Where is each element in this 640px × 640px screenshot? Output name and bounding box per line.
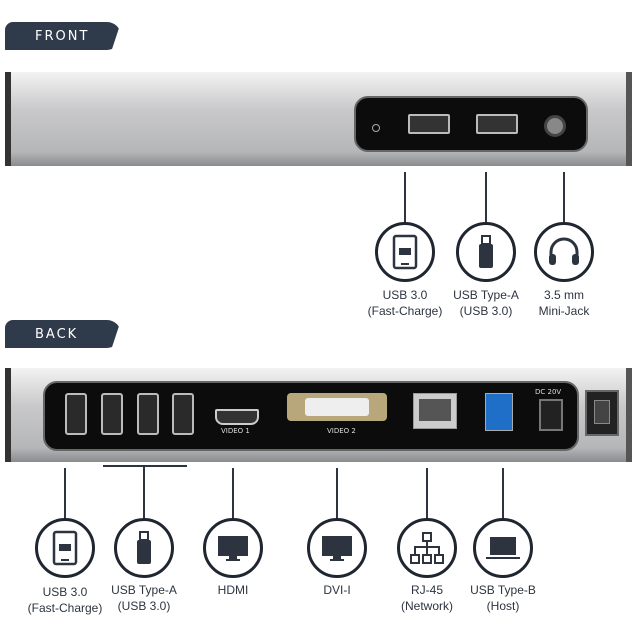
port-label: USB 3.0(Fast-Charge) <box>27 585 103 615</box>
monitor-icon <box>203 518 263 578</box>
usb-type-b-port <box>485 393 513 431</box>
port-label: USB Type-B(Host) <box>470 583 536 613</box>
laptop-icon <box>473 518 533 578</box>
front-usb-fastcharge-port <box>408 114 450 134</box>
port-label: USB Type-A(USB 3.0) <box>453 288 519 318</box>
dc-label: DC 20V <box>535 388 562 396</box>
front-tab: FRONT <box>5 22 121 50</box>
usb-group-bracket <box>103 465 187 467</box>
back-tab: BACK <box>5 320 121 348</box>
connector-line <box>563 172 565 224</box>
power-switch[interactable] <box>585 390 619 436</box>
connector-line <box>426 468 428 520</box>
usb-drive-icon <box>456 222 516 282</box>
back-usb-port <box>137 393 159 435</box>
network-icon <box>397 518 457 578</box>
connector-line <box>502 468 504 520</box>
video1-label: VIDEO 1 <box>221 427 250 435</box>
power-led-icon <box>372 124 380 132</box>
front-device <box>5 72 632 166</box>
dc-power-port <box>539 399 563 431</box>
video2-label: VIDEO 2 <box>327 427 356 435</box>
monitor-icon <box>307 518 367 578</box>
connector-line <box>143 467 145 520</box>
connector-line <box>232 468 234 520</box>
back-usb-fastcharge-port <box>65 393 87 435</box>
headphones-icon <box>534 222 594 282</box>
usb-drive-icon <box>114 518 174 578</box>
front-port-panel <box>354 96 588 152</box>
port-label: USB 3.0(Fast-Charge) <box>367 288 443 318</box>
connector-line <box>64 468 66 520</box>
tablet-charge-icon <box>375 222 435 282</box>
port-label: HDMI <box>217 583 249 597</box>
front-usb-port <box>476 114 518 134</box>
back-port-panel: VIDEO 1 VIDEO 2 DC 20V <box>43 381 579 451</box>
tablet-charge-icon <box>35 518 95 578</box>
back-usb-port <box>101 393 123 435</box>
audio-jack <box>544 115 566 137</box>
port-label: RJ-45(Network) <box>400 583 453 613</box>
dvi-port <box>287 393 387 421</box>
back-label: BACK <box>35 326 79 342</box>
connector-line <box>404 172 406 224</box>
back-usb-port <box>172 393 194 435</box>
hdmi-port <box>215 409 259 425</box>
rj45-port <box>413 393 457 429</box>
connector-line <box>336 468 338 520</box>
front-label: FRONT <box>35 28 90 44</box>
port-label: DVI-I <box>323 583 351 597</box>
back-device: VIDEO 1 VIDEO 2 DC 20V <box>5 368 632 462</box>
port-label: USB Type-A(USB 3.0) <box>111 583 177 613</box>
connector-line <box>485 172 487 224</box>
